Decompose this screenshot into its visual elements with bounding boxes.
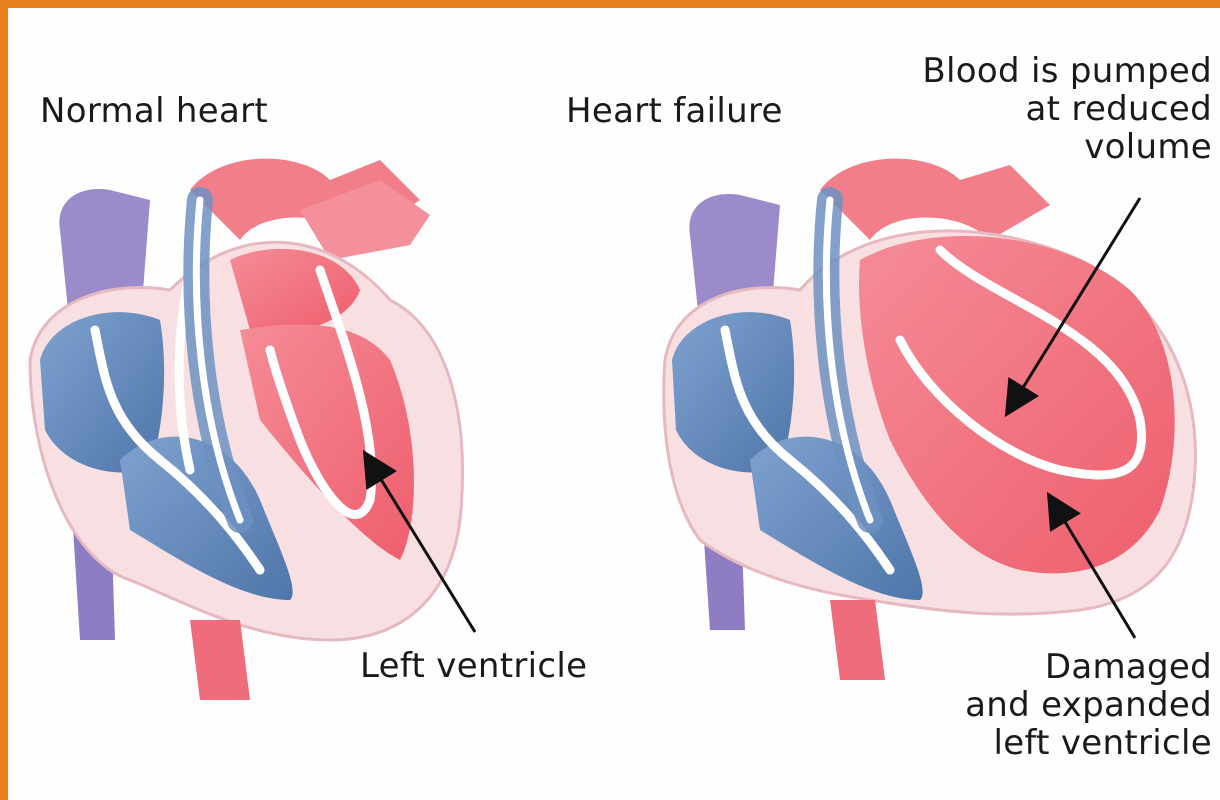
normal-heart [30, 159, 462, 700]
pumped-reduced-volume-label: Blood is pumped at reduced volume [922, 52, 1212, 166]
normal-heart-title: Normal heart [40, 93, 268, 129]
heart-failure-title: Heart failure [566, 93, 783, 129]
failure-aorta [820, 159, 1050, 240]
normal-descending-aorta [190, 620, 250, 700]
failure-descending-aorta [830, 600, 885, 680]
damaged-expanded-label: Damaged and expanded left ventricle [965, 648, 1212, 762]
left-ventricle-label: Left ventricle [360, 648, 587, 684]
